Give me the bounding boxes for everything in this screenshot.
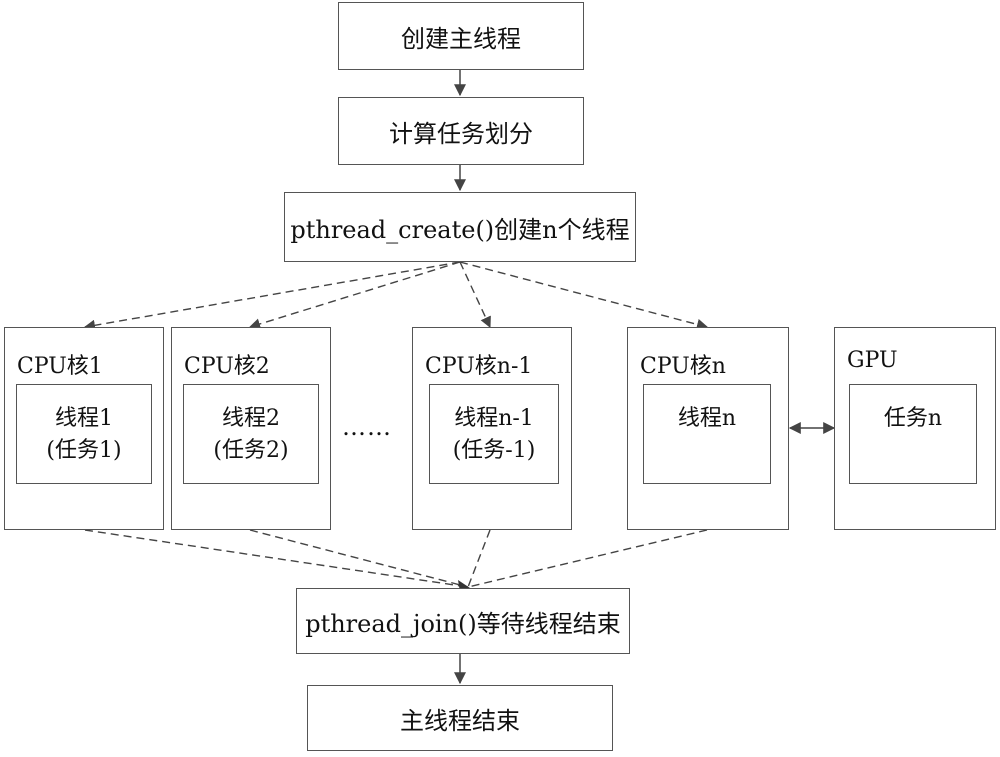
cpu-core-2-label: CPU核2 (184, 354, 270, 379)
thread-2-box: 线程2 (任务2) (183, 384, 319, 484)
create-threads-label: pthread_create()创建n个线程 (290, 215, 630, 244)
thread-n-1-box: 线程n-1 (任务-1) (429, 384, 559, 484)
create-main-thread-label: 创建主线程 (401, 24, 521, 53)
create-main-thread-box: 创建主线程 (338, 2, 584, 70)
cpu-core-n-1-label: CPU核n-1 (425, 354, 533, 379)
dashed-arrow-to-core1 (83, 261, 461, 331)
cpu-core-1-label: CPU核1 (17, 354, 103, 379)
divide-tasks-label: 计算任务划分 (389, 119, 533, 148)
gpu-task-label: 任务n (883, 406, 943, 431)
join-threads-label: pthread_join()等待线程结束 (305, 609, 621, 638)
dashed-arrow-to-core2 (248, 261, 461, 330)
thread-n-label: 线程n (677, 406, 737, 431)
gpu-task-box: 任务n (849, 384, 977, 484)
thread-n-1-label: 线程n-1 (454, 406, 534, 431)
cpu-core-1-box: CPU核1 线程1 (任务1) (4, 327, 164, 530)
dashed-line-core-n-1-to-join (467, 529, 491, 588)
cpu-core-2-box: CPU核2 线程2 (任务2) (171, 327, 331, 530)
main-thread-end-box: 主线程结束 (307, 685, 613, 751)
dashed-line-core-n-to-join (467, 529, 708, 588)
task-2-label: (任务2) (213, 438, 289, 463)
dashed-line-core1-to-join (84, 529, 469, 588)
thread-n-box: 线程n (643, 384, 771, 484)
cpu-core-n-box: CPU核n 线程n (627, 327, 789, 530)
gpu-label: GPU (847, 348, 898, 373)
task-1-label: (任务1) (46, 438, 122, 463)
dashed-arrow-to-core-n-1 (459, 261, 491, 329)
thread-2-label: 线程2 (222, 406, 280, 431)
task-n-1-label: (任务-1) (452, 438, 536, 463)
cpu-core-n-1-box: CPU核n-1 线程n-1 (任务-1) (412, 327, 572, 530)
ellipsis: …… (342, 413, 392, 441)
dashed-arrow-to-core-n (459, 261, 709, 330)
create-threads-box: pthread_create()创建n个线程 (284, 192, 636, 262)
cpu-core-n-label: CPU核n (640, 354, 726, 379)
thread-1-label: 线程1 (55, 406, 113, 431)
main-thread-end-label: 主线程结束 (400, 706, 520, 735)
thread-1-box: 线程1 (任务1) (16, 384, 152, 484)
gpu-box: GPU 任务n (834, 327, 996, 530)
join-threads-box: pthread_join()等待线程结束 (296, 588, 630, 654)
dashed-line-core2-to-join (249, 529, 469, 588)
divide-tasks-box: 计算任务划分 (338, 97, 584, 165)
